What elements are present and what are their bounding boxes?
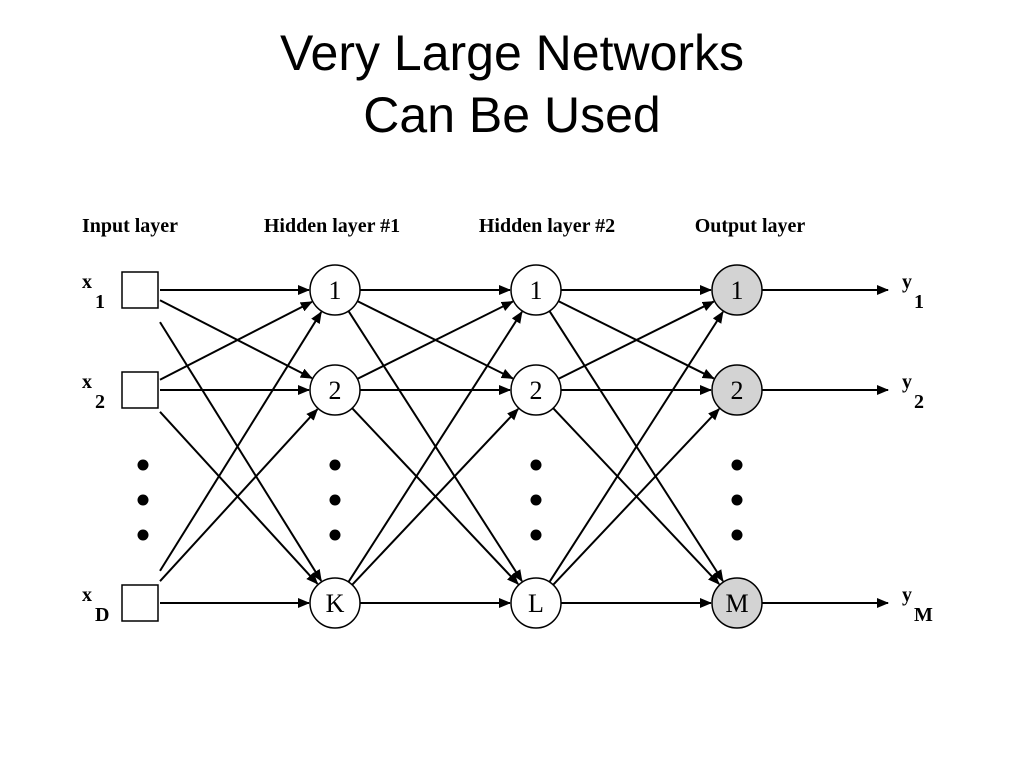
output-variable-subscript: 1 (914, 291, 924, 313)
connection-edge (347, 311, 523, 583)
hidden-node (309, 264, 361, 316)
input-node (121, 271, 159, 309)
hidden-node (309, 577, 361, 629)
connection-edge (159, 321, 323, 582)
ellipsis-dot (731, 529, 743, 541)
ellipsis-dot (530, 494, 542, 506)
node-label: 1 (329, 276, 342, 305)
hidden-node (510, 264, 562, 316)
connection-edge (159, 300, 313, 381)
connection-edge (356, 300, 514, 380)
connections (159, 285, 724, 608)
output-variable-subscript: 2 (914, 391, 924, 413)
ellipsis-dot (329, 459, 341, 471)
ellipsis-dot (530, 459, 542, 471)
ellipsis-dot (329, 529, 341, 541)
ellipsis-dots (137, 459, 743, 541)
node-label: 1 (731, 276, 744, 305)
connection-edge (159, 311, 323, 572)
input-variable-subscript: 1 (95, 291, 105, 313)
output-node (711, 364, 763, 416)
ellipsis-dot (137, 494, 149, 506)
slide-title-line-2: Can Be Used (363, 87, 661, 143)
node-label: 2 (329, 376, 342, 405)
output-variable-label: y (902, 584, 912, 606)
node-label: L (528, 589, 544, 618)
node-label: 2 (530, 376, 543, 405)
node-label: K (326, 589, 345, 618)
input-variable-label: x (82, 271, 92, 293)
slide-title-line-1: Very Large Networks (279, 25, 745, 81)
connection-edge (548, 311, 724, 583)
node-label: 2 (731, 376, 744, 405)
input-variable-label: x (82, 584, 92, 606)
connection-edge (159, 299, 313, 380)
input-variable-label: x (82, 371, 92, 393)
nodes: 1 2K 1 2L 1 2M (121, 264, 763, 629)
node-label: 1 (530, 276, 543, 305)
connection-edge (552, 408, 720, 586)
layer-labels: Input layer Hidden layer #1 Hidden layer #… (82, 215, 805, 237)
ellipsis-dot (137, 529, 149, 541)
ellipsis-dot (329, 494, 341, 506)
layer-label: Output layer (695, 215, 806, 237)
hidden-node (309, 364, 361, 416)
layer-label: Hidden layer #1 (264, 215, 400, 237)
connection-edge (351, 408, 519, 586)
output-variable-label: y (902, 271, 912, 293)
connection-edge (159, 408, 319, 582)
layer-label: Hidden layer #2 (479, 215, 615, 237)
ellipsis-dot (731, 494, 743, 506)
output-arrows (762, 285, 889, 608)
node-label: M (725, 589, 748, 618)
ellipsis-dot (530, 529, 542, 541)
input-node (121, 584, 159, 622)
ellipsis-dot (137, 459, 149, 471)
hidden-node (510, 364, 562, 416)
output-variable-label: y (902, 371, 912, 393)
layer-label: Input layer (82, 215, 178, 237)
input-node (121, 371, 159, 409)
connection-edge (557, 300, 715, 380)
output-node (711, 577, 763, 629)
slide-title: Very Large Networks Can Be Used (0, 22, 1024, 146)
input-variable-subscript: D (95, 604, 109, 626)
hidden-node (510, 577, 562, 629)
connection-edge (159, 411, 319, 585)
output-variable-subscript: M (914, 604, 933, 626)
input-variable-subscript: 2 (95, 391, 105, 413)
ellipsis-dot (731, 459, 743, 471)
output-node (711, 264, 763, 316)
